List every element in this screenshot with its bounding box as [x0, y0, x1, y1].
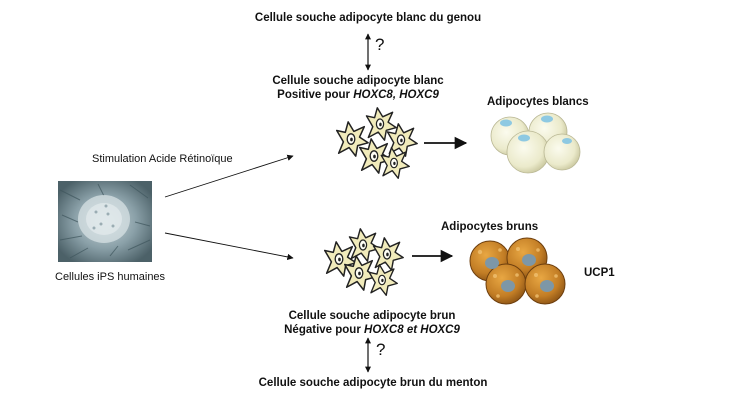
brown-stem-gene2-text: HOXC9 — [420, 324, 460, 336]
brown-stem-label-line1: Cellule souche adipocyte brun — [288, 310, 456, 322]
ips-cells-image — [58, 181, 152, 262]
white-adipocytes-image — [490, 112, 581, 174]
bottom-question-mark: ? — [376, 340, 386, 359]
white-stem-genes-text: HOXC8, HOXC9 — [353, 89, 439, 101]
white-stem-label-line1: Cellule souche adipocyte blanc — [272, 75, 444, 87]
white-stem-cell-cluster — [335, 107, 418, 179]
brown-stem-and-text: et — [403, 324, 421, 336]
ips-cells-label: Cellules iPS humaines — [55, 271, 166, 283]
brown-chin-stem-label: Cellule souche adipocyte brun du menton — [258, 377, 488, 389]
white-stem-label-line2: Positive pour HOXC8, HOXC9 — [277, 88, 439, 102]
brown-stem-cell-cluster — [323, 228, 404, 296]
white-adipocytes-label: Adipocytes blancs — [487, 96, 589, 108]
arrow-to-white-stem — [164, 154, 294, 198]
stimulation-label: Stimulation Acide Rétinoïque — [92, 153, 233, 165]
brown-stem-negative-text: Négative pour — [284, 324, 365, 336]
brown-stem-gene1-text: HOXC8 — [364, 324, 404, 336]
white-knee-stem-label: Cellule souche adipocyte blanc du genou — [254, 12, 482, 24]
white-stem-positive-text: Positive pour — [277, 89, 354, 101]
top-question-mark: ? — [375, 35, 385, 54]
brown-stem-label-line2: Négative pour HOXC8 et HOXC9 — [284, 323, 460, 337]
arrow-to-brown-stem — [164, 232, 294, 261]
ucp1-label: UCP1 — [584, 267, 615, 279]
brown-adipocytes-label: Adipocytes bruns — [441, 221, 539, 233]
brown-adipocytes-image — [469, 237, 566, 305]
